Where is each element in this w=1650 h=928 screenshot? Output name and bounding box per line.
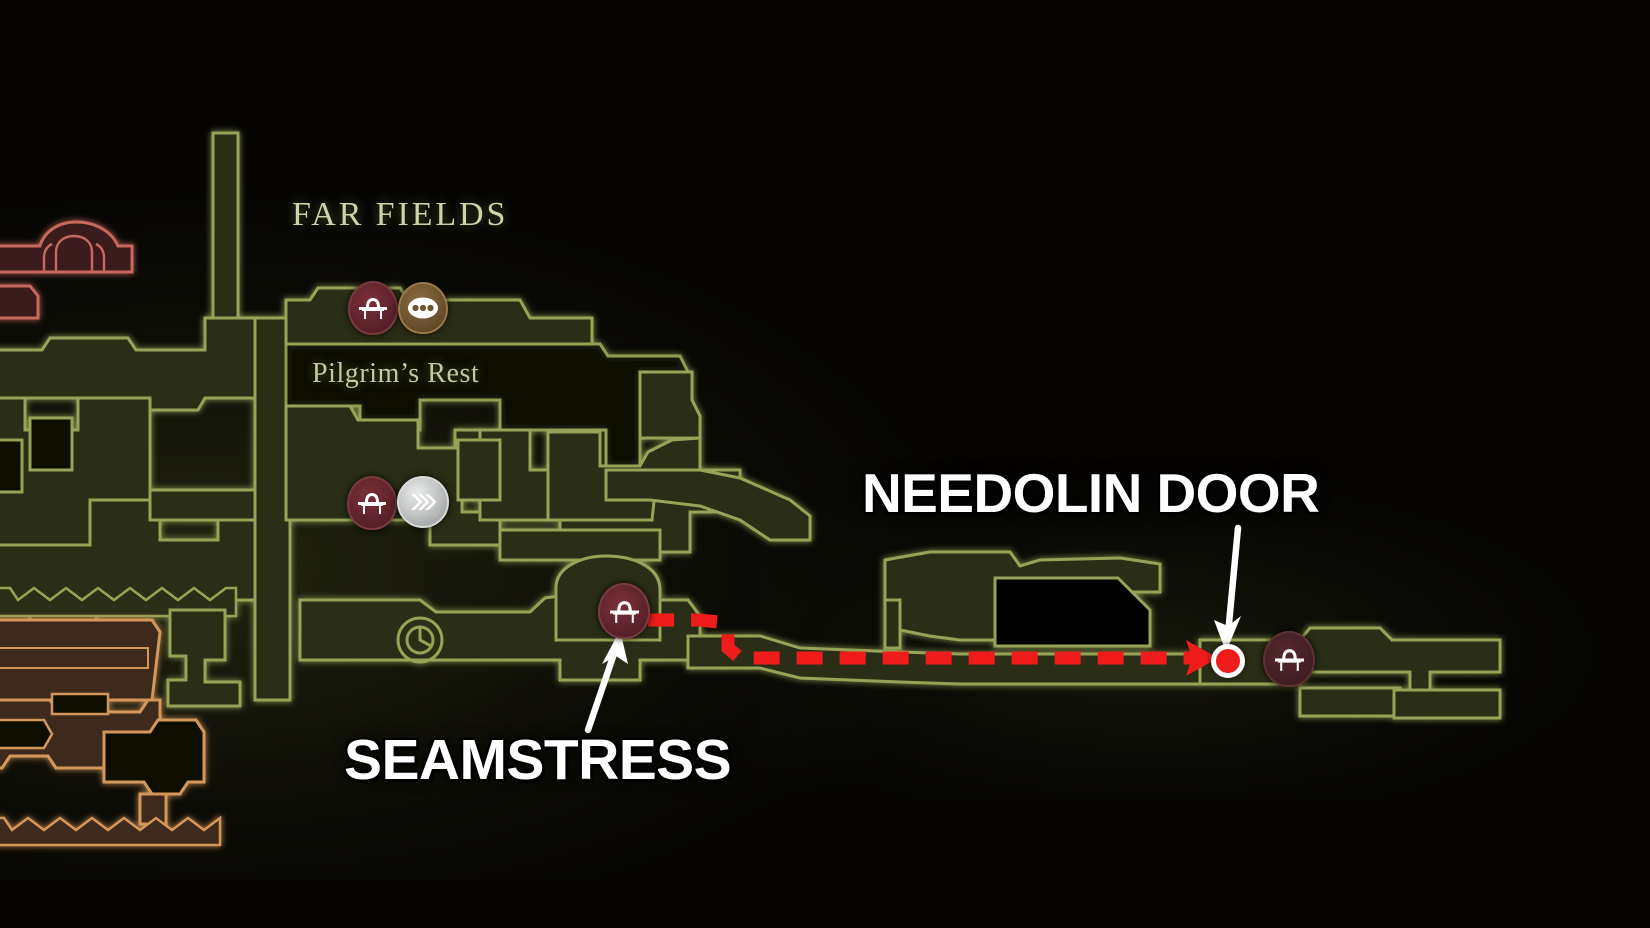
fast-travel-icon xyxy=(408,489,438,515)
shop-icon xyxy=(407,297,439,319)
bench-icon xyxy=(357,491,387,515)
map-marker-fast-travel-pilgrims-rest[interactable] xyxy=(397,476,449,528)
bench-icon xyxy=(609,599,640,624)
orange-room-group xyxy=(0,618,222,847)
annotation-pointer-group xyxy=(584,524,1242,734)
map-marker-bench-needolin[interactable] xyxy=(1263,631,1315,687)
bench-icon xyxy=(358,296,388,320)
needolin-door-destination-marker[interactable] xyxy=(1211,644,1245,678)
map-marker-bench-pilgrims-rest[interactable] xyxy=(347,476,397,530)
map-marker-bench-far-fields[interactable] xyxy=(348,281,398,335)
route-seamstress-to-needolin-door xyxy=(648,613,1218,676)
annotation-caption-seamstress: SEAMSTRESS xyxy=(344,728,732,792)
olive-room-group xyxy=(0,131,1502,720)
map-marker-shop-far-fields[interactable] xyxy=(398,282,448,334)
bench-icon xyxy=(1274,647,1305,672)
map-marker-bench-seamstress[interactable] xyxy=(598,583,650,639)
annotation-caption-needolin-door: NEEDOLIN DOOR xyxy=(862,462,1320,524)
salmon-room-group xyxy=(0,220,134,320)
